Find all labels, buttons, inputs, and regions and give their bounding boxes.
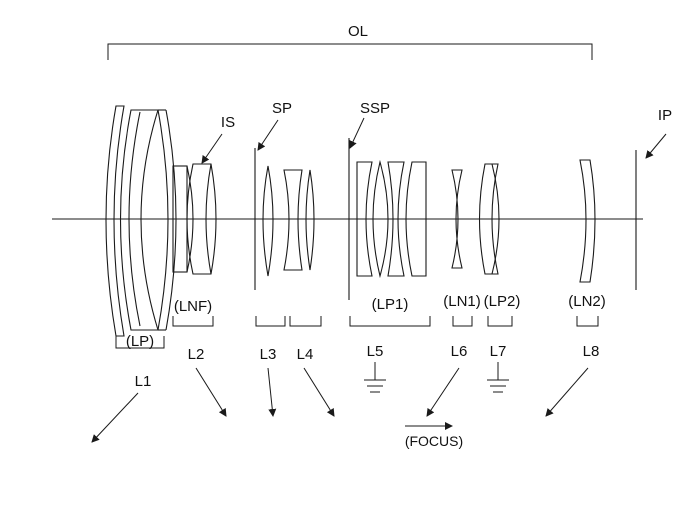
l6-move-arrow (426, 367, 460, 417)
focus-label: (FOCUS) (405, 433, 463, 449)
l7-fixed-symbol (487, 362, 509, 393)
l2-move-arrow (195, 367, 227, 417)
ln2-label: (LN2) (568, 293, 606, 310)
is-pointer (201, 133, 223, 164)
ln2-bracket (576, 316, 599, 327)
sp-label: SP (272, 100, 292, 117)
lens-group-l2 (172, 163, 217, 275)
l7-label: L7 (490, 343, 507, 360)
lens-group-l5 (356, 159, 427, 279)
ssp-label: SSP (360, 100, 390, 117)
lp-label: (LP) (126, 333, 154, 350)
ssp-pointer (349, 117, 365, 149)
lens-l6 (451, 169, 463, 269)
l1-rear-surface (157, 109, 169, 331)
l4-bracket (289, 316, 322, 327)
l5-label: L5 (367, 343, 384, 360)
l2-label: L2 (188, 346, 205, 363)
ln1-label: (LN1) (443, 293, 481, 310)
is-label: IS (221, 114, 235, 131)
ip-label: IP (658, 107, 672, 124)
l5-fixed-symbol (364, 362, 386, 393)
l3-label: L3 (260, 346, 277, 363)
l1-element-a (105, 105, 125, 337)
ol-label: OL (348, 23, 368, 40)
l1-label: L1 (135, 373, 152, 390)
lens-l8 (579, 159, 596, 283)
l8-label: L8 (583, 343, 600, 360)
l4-label: L4 (297, 346, 314, 363)
l6-label: L6 (451, 343, 468, 360)
lp2-bracket (487, 316, 513, 327)
ip-pointer (645, 133, 667, 159)
lens-l3 (262, 165, 274, 277)
l1-move-arrow (91, 392, 139, 443)
lens-group-l7 (478, 163, 500, 275)
l3-bracket (255, 316, 286, 327)
ln1-bracket (452, 316, 473, 327)
l4-move-arrow (303, 367, 335, 417)
lp-bracket (115, 336, 165, 349)
l8-move-arrow (545, 367, 589, 417)
l1-cement-line (128, 111, 141, 327)
lp1-label: (LP1) (372, 296, 409, 313)
lens-group-l4 (283, 169, 315, 271)
lp1-bracket (349, 316, 431, 327)
lp2-label: (LP2) (484, 293, 521, 310)
sp-pointer (257, 119, 279, 151)
l1-element-b (119, 109, 159, 331)
lnf-bracket (172, 316, 214, 327)
lens-group-l1 (105, 105, 177, 337)
ol-bracket (107, 43, 593, 60)
l3-move-arrow (267, 367, 277, 417)
lnf-label: (LNF) (174, 298, 212, 315)
